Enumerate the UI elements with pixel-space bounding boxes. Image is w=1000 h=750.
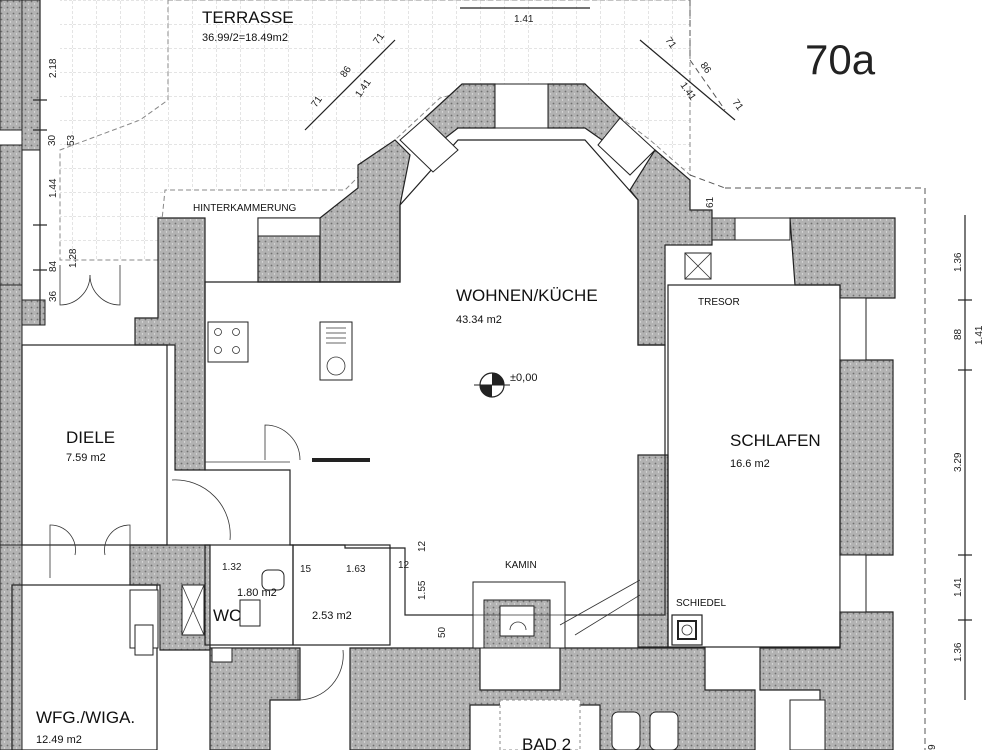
- room-name-schlafen: SCHLAFEN: [730, 431, 821, 450]
- dim-top-1-41: 1.41: [514, 14, 534, 25]
- room-name-wohnen: WOHNEN/KÜCHE: [456, 286, 598, 305]
- windows: [129, 83, 867, 649]
- room-name-wfg: WFG./WIGA.: [36, 708, 135, 727]
- dim-left-36: 36: [48, 290, 59, 302]
- room-area-wc: 1.80 m2: [237, 587, 277, 599]
- dim-right-3-29: 3.29: [953, 452, 964, 472]
- dim-c-50: 50: [437, 626, 448, 638]
- dim-right-1-36-b: 1.36: [953, 642, 964, 662]
- room-area-diele: 7.59 m2: [66, 452, 106, 464]
- room-area-wohnen: 43.34 m2: [456, 314, 502, 326]
- dim-right-9: 9: [927, 744, 938, 750]
- dim-c-15: 15: [300, 564, 312, 575]
- wall-masses: [0, 83, 896, 750]
- fireplace: [405, 579, 665, 649]
- dim-c-1-32: 1.32: [222, 562, 242, 573]
- dim-right-1-41-a: 1.41: [974, 325, 985, 345]
- dimension-lines: [33, 0, 972, 750]
- doors: [49, 265, 370, 701]
- bath-fixtures: [499, 699, 826, 750]
- dim-c-1-55: 1.55: [417, 580, 428, 600]
- label-kamin: KAMIN: [505, 560, 537, 571]
- dim-61: 61: [705, 196, 716, 208]
- room-area-schlafen: 16.6 m2: [730, 458, 770, 470]
- room-name-diele: DIELE: [66, 428, 115, 447]
- level-marker: [474, 372, 510, 398]
- dim-c-12-b: 12: [417, 540, 428, 552]
- dim-c-1-63: 1.63: [346, 564, 366, 575]
- dim-left-53: 53: [66, 134, 77, 146]
- room-area-terrasse: 36.99/2=18.49m2: [202, 32, 288, 44]
- dim-right-1-36-a: 1.36: [953, 252, 964, 272]
- room-name-terrasse: TERRASSE: [202, 8, 294, 27]
- dim-right-88: 88: [953, 328, 964, 340]
- dim-left-2-18: 2.18: [48, 58, 59, 78]
- label-level: ±0,00: [510, 372, 537, 384]
- room-name-bad: BAD 2: [522, 735, 571, 750]
- dim-diag-86-b: 86: [698, 60, 714, 76]
- room-area-wfg: 12.49 m2: [36, 734, 82, 746]
- chimney: [671, 252, 712, 646]
- dim-diag-71-d: 71: [730, 97, 746, 113]
- room-name-wc: WC: [213, 606, 241, 625]
- room-area-abstell: 2.53 m2: [312, 610, 352, 622]
- label-tresor: TRESOR: [698, 297, 740, 308]
- dim-left-84: 84: [48, 260, 59, 272]
- kitchen-fixtures: [207, 321, 353, 381]
- label-hinterkammerung: HINTERKAMMERUNG: [193, 203, 297, 214]
- plan-number: 70a: [805, 36, 876, 83]
- dim-left-1-28: 1.28: [68, 248, 79, 268]
- dim-left-1-44: 1.44: [48, 178, 59, 198]
- dim-right-1-41-b: 1.41: [953, 577, 964, 597]
- dim-left-30: 30: [47, 134, 58, 146]
- label-schiedel: SCHIEDEL: [676, 598, 726, 609]
- dim-c-12-a: 12: [398, 560, 410, 571]
- wc-fixtures: [134, 569, 285, 663]
